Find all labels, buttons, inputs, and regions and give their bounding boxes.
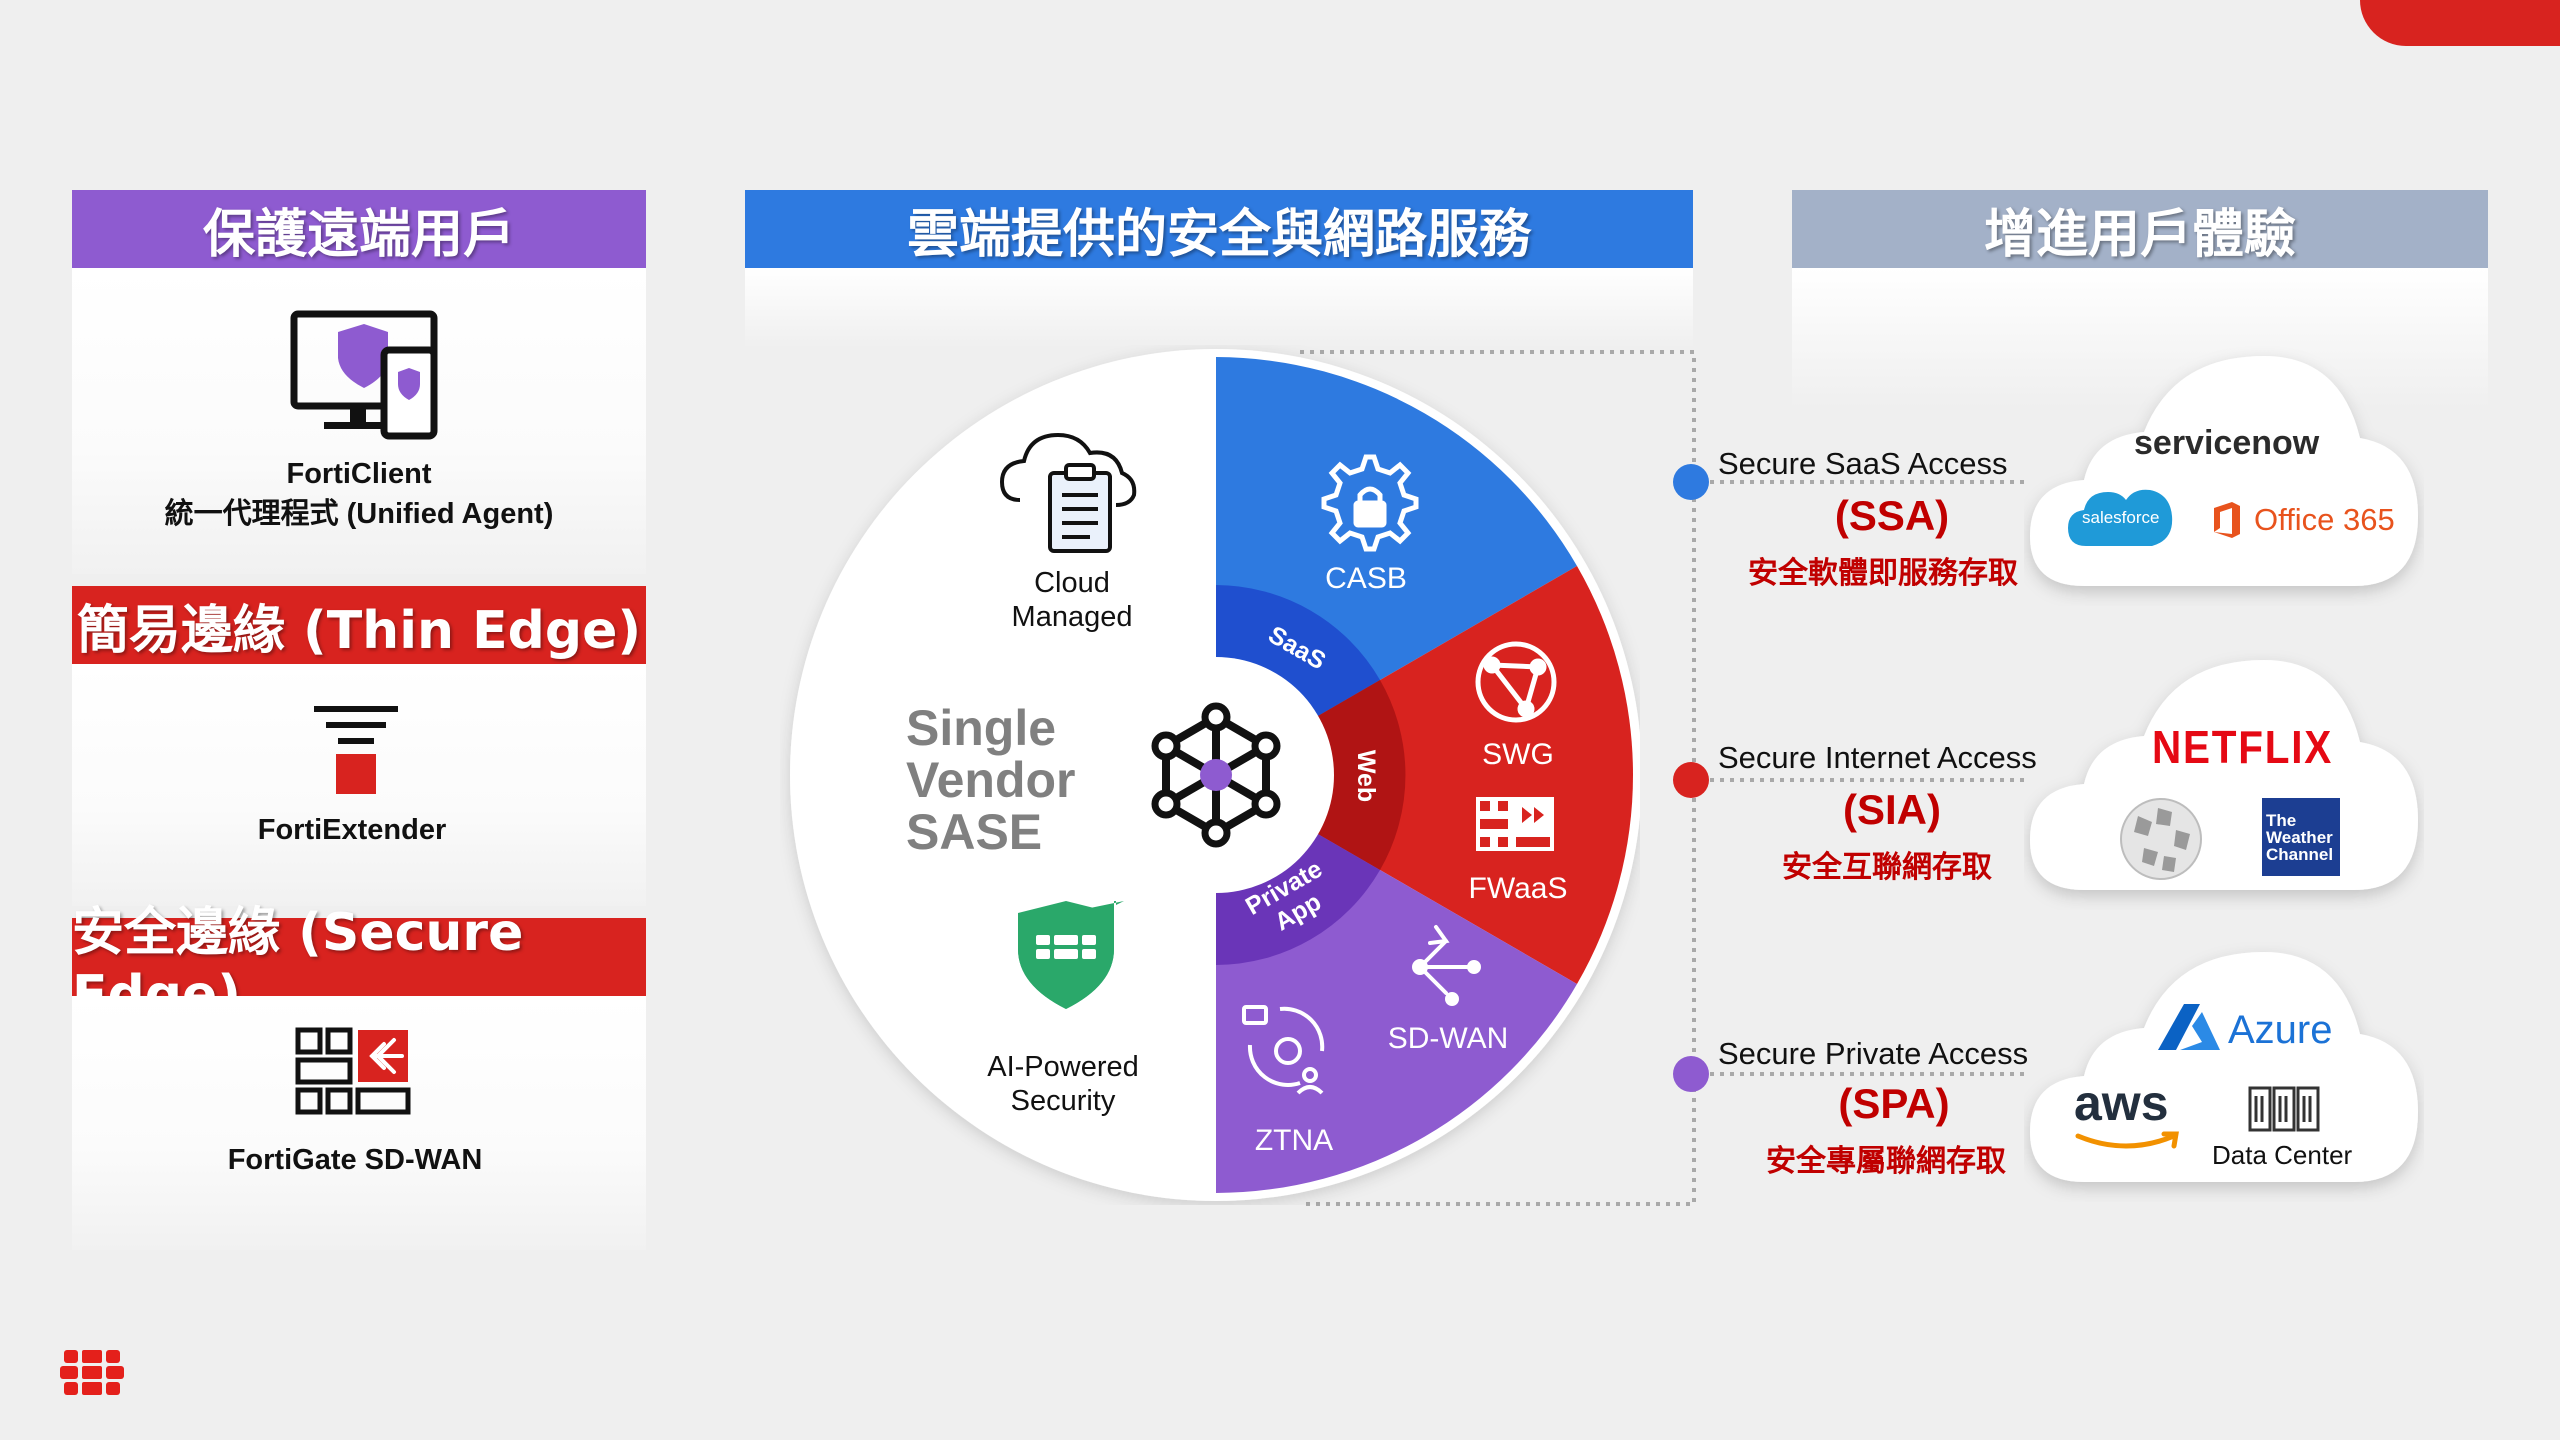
weather-line-2: Weather (2266, 828, 2333, 847)
web-ring-label: Web (1352, 749, 1380, 803)
aws-smile-icon (2075, 1131, 2179, 1149)
spa-label: Secure Private Access (1718, 1036, 2029, 1071)
swg-label: SWG (1482, 738, 1554, 771)
ai-shield-icon (1018, 901, 1124, 1009)
fortiextender-name: FortiExtender (257, 814, 447, 846)
sia-zh: 安全互聯網存取 (1782, 850, 1992, 885)
ztna-label: ZTNA (1254, 1124, 1334, 1157)
datacenter-label: Data Center (2212, 1140, 2353, 1170)
top-accent-bar (2360, 0, 2560, 46)
firewall-icon (1476, 797, 1554, 851)
center-header: 雲端提供的安全與網路服務 (745, 190, 1693, 268)
wikipedia-globe-icon (2120, 798, 2202, 880)
sase-title-line-1: Single (906, 700, 1057, 756)
sia-label: Secure Internet Access (1718, 740, 2037, 775)
office365-logo-text: Office 365 (2254, 502, 2395, 537)
protect-remote-title: 保護遠端用戶 (202, 204, 515, 265)
cloud-managed-label: Cloud Managed (1011, 567, 1133, 633)
sase-wheel (790, 349, 1640, 1201)
weather-channel-logo: The Weather Channel (2262, 798, 2340, 876)
protect-remote-header: 保護遠端用戶 (72, 190, 646, 268)
fortinet-logo-icon (60, 1350, 124, 1395)
casb-label: CASB (1325, 562, 1407, 595)
secure-edge-header: 安全邊緣 (Secure Edge) (72, 903, 646, 1025)
gear-lock-icon (1321, 454, 1419, 552)
thin-edge-title: 簡易邊緣 (Thin Edge) (76, 600, 642, 661)
ssa-zh: 安全軟體即服務存取 (1748, 556, 2018, 591)
fortigate-card: FortiGate SD-WAN (72, 996, 646, 1250)
right-header: 增進用戶體驗 (1792, 190, 2488, 268)
sdwan-grid-icon (295, 1027, 411, 1115)
ssa-dot (1673, 464, 1709, 500)
sase-title-line-3: SASE (906, 804, 1043, 860)
sdwan-arrows-icon (1412, 925, 1481, 1006)
spa-abbr: (SPA) (1838, 1080, 1950, 1127)
fortigate-name: FortiGate SD-WAN (227, 1144, 483, 1176)
sia-dot (1673, 762, 1709, 798)
ai-security-label: AI-Powered Security (987, 1051, 1139, 1117)
weather-line-1: The (2266, 811, 2297, 830)
sdwan-label: SD-WAN (1387, 1022, 1509, 1055)
thin-edge-header: 簡易邊緣 (Thin Edge) (72, 586, 646, 664)
private-cloud (2030, 952, 2418, 1182)
forticlient-name: FortiClient (286, 458, 432, 490)
globe-network-icon (1475, 641, 1557, 723)
devices-shield-icon (290, 310, 438, 440)
aws-logo-text: aws (2074, 1075, 2169, 1131)
servicenow-logo: servicenow (2134, 424, 2320, 462)
right-panel (1792, 268, 2488, 408)
center-panel (745, 268, 1693, 348)
swg-fwaas-wedge (1216, 566, 1634, 984)
azure-logo-icon (2158, 1004, 2220, 1050)
weather-line-3: Channel (2266, 845, 2334, 864)
salesforce-logo-icon (2068, 489, 2173, 546)
extender-icon (314, 706, 398, 794)
internet-cloud (2030, 660, 2418, 890)
spa-dot (1673, 1056, 1709, 1092)
forticlient-desc: 統一代理程式 (Unified Agent) (164, 498, 554, 530)
cloud-clipboard-icon (999, 432, 1137, 553)
datacenter-icon (2248, 1086, 2320, 1132)
ztna-cycle-icon (1242, 1005, 1325, 1095)
fwaas-label: FWaaS (1468, 872, 1568, 905)
access-connectors (1690, 480, 2030, 1076)
saas-cloud (2030, 356, 2418, 586)
office-logo-icon (2214, 502, 2240, 538)
forticlient-card: FortiClient 統一代理程式 (Unified Agent) (72, 268, 646, 574)
ssa-abbr: (SSA) (1834, 492, 1950, 539)
ssa-label: Secure SaaS Access (1718, 446, 2008, 481)
sase-title: Single Vendor SASE (906, 702, 1075, 858)
fortiextender-card: FortiExtender (72, 664, 646, 906)
center-title: 雲端提供的安全與網路服務 (906, 204, 1531, 265)
right-title: 增進用戶體驗 (1983, 204, 2296, 265)
left-column: 保護遠端用戶 FortiClient 統一代理程式 (Unified Agent… (72, 190, 646, 1250)
azure-logo-text: Azure (2228, 1008, 2333, 1052)
netflix-logo: NETFLIX (2152, 721, 2333, 773)
sia-abbr: (SIA) (1843, 786, 1941, 833)
spa-zh: 安全專屬聯網存取 (1766, 1144, 2006, 1179)
salesforce-logo-text: salesforce (2082, 508, 2160, 527)
sase-title-line-2: Vendor (906, 752, 1076, 808)
